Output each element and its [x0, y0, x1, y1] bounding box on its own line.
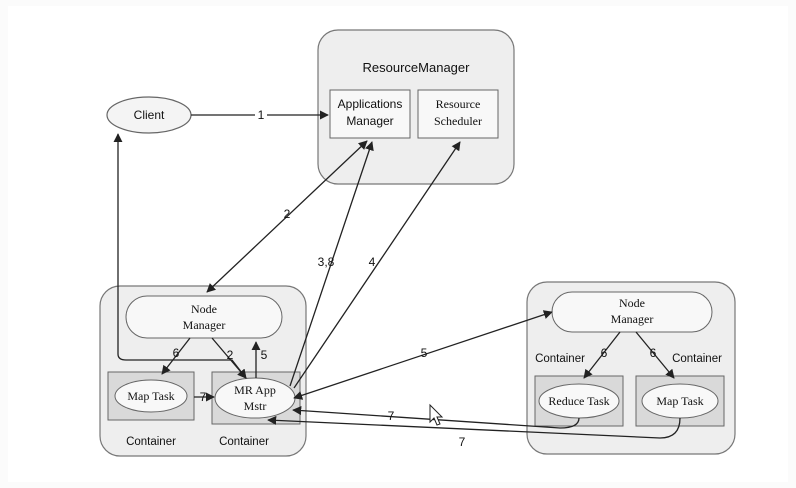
edge-client-to-mr — [113, 133, 247, 379]
edge-label-2-top: 2 — [284, 207, 291, 221]
edge-label-5-left: 5 — [261, 348, 268, 362]
left-node: Node Manager Map Task MR App Mstr Contai… — [99, 285, 307, 457]
left-map-task-label: Map Task — [127, 389, 174, 403]
edge-reduce-to-mr — [292, 406, 580, 429]
edge-label-4: 4 — [369, 255, 376, 269]
edge-label-2-bottom: 2 — [227, 348, 234, 362]
edge-nm-to-map — [161, 337, 191, 375]
edge-label-1: 1 — [258, 108, 265, 122]
applications-manager-label-1: Applications — [338, 97, 403, 111]
left-map-task — [114, 379, 188, 413]
mr-app-master-label-1: MR App — [234, 383, 276, 397]
right-map-task-label: Map Task — [656, 394, 703, 408]
mr-app-master-label-2: Mstr — [244, 399, 267, 413]
right-container-left-label: Container — [535, 353, 585, 365]
resource-scheduler-label-2: Scheduler — [434, 114, 482, 128]
edge-label-6-left: 6 — [173, 346, 180, 360]
mouse-cursor-icon — [429, 403, 444, 426]
right-node: Node Manager Container Container Reduce … — [526, 281, 736, 455]
resource-scheduler-label-1: Resource — [436, 97, 481, 111]
resource-manager: ResourceManager Applications Manager Res… — [317, 29, 515, 185]
edge-label-7-left: 7 — [200, 390, 207, 404]
right-container-right-label: Container — [672, 353, 722, 365]
edge-label-bg-1 — [255, 107, 267, 121]
left-container-label: Container — [126, 436, 176, 448]
edge-right-nm-to-map — [635, 331, 675, 379]
edge-label-6-map: 6 — [650, 346, 657, 360]
right-node-manager-label-2: Manager — [611, 312, 654, 326]
mr-container-label: Container — [219, 436, 269, 448]
applications-manager-box — [329, 89, 411, 139]
edge-nm-to-mr — [211, 337, 247, 379]
edge-right-map-to-mr — [267, 415, 681, 439]
resource-scheduler-box — [417, 89, 499, 139]
reduce-task-label: Reduce Task — [548, 394, 609, 408]
edge-right-nm-to-reduce — [583, 331, 621, 379]
edge-label-7-map: 7 — [459, 435, 466, 449]
edge-label-7-reduce: 7 — [388, 409, 395, 423]
edge-label-6-reduce: 6 — [601, 346, 608, 360]
client-label: Client — [134, 108, 165, 122]
edge-label-38: 3,8 — [318, 255, 335, 269]
resource-manager-title: ResourceManager — [363, 60, 471, 75]
right-node-manager-label-1: Node — [619, 296, 645, 310]
edge-mr-to-right-nm — [293, 310, 553, 400]
edge-label-5-right: 5 — [421, 346, 428, 360]
left-node-manager-label-2: Manager — [183, 318, 226, 332]
edge-labels: 1 2 3,8 4 5 5 6 2 7 6 6 7 7 — [173, 107, 657, 449]
left-node-manager-label-1: Node — [191, 302, 217, 316]
client: Client — [106, 96, 192, 134]
edges — [113, 110, 681, 439]
applications-manager-label-2: Manager — [346, 114, 393, 128]
